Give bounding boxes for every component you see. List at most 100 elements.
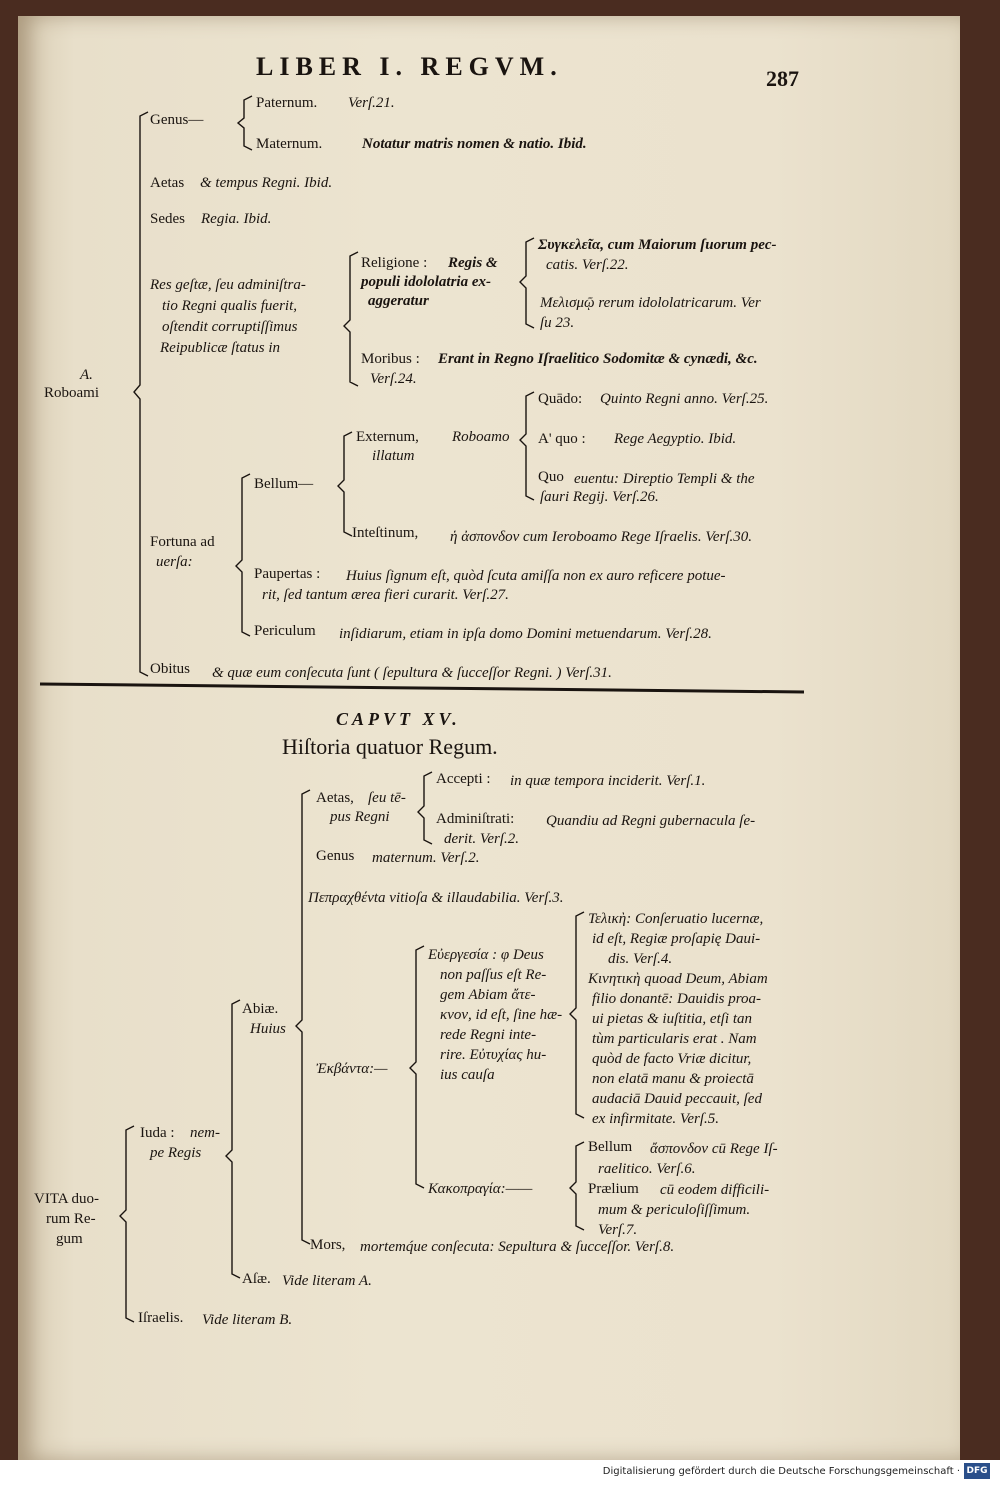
paupertas-line-1: Huius ſignum eſt, quòd ſcuta amiſſa non … [346, 568, 726, 584]
kiniki-line-1: Κινητικὴ quoad Deum, Abiam [588, 971, 768, 987]
iuda-line-2: pe Regis [150, 1145, 202, 1161]
fortuna-line-2: uerſa: [156, 554, 193, 570]
res-gestae-line-2: tio Regni qualis fuerit, [162, 298, 297, 314]
administrati-label: Adminiſtrati: [436, 811, 515, 827]
meleismo-line-2: ſu 23. [540, 315, 575, 331]
res-gestae-line-4: Reipublicæ ſtatus in [160, 340, 280, 356]
chapter-title: Hiſtoria quatuor Regum. [282, 734, 498, 759]
mors-label: Mors, [310, 1237, 346, 1253]
religione-label: Religione : [361, 255, 428, 271]
teliki-line-1: Τελικὴ: Conſeruatio lucernæ, [588, 911, 764, 927]
synkeleia-line-2: catis. Verſ.22. [546, 257, 629, 273]
paternum-ref: Verſ.21. [348, 95, 395, 111]
proelium-line-3: Verſ.7. [598, 1222, 638, 1238]
aetas2-line-2: pus Regni [330, 809, 390, 825]
bracket-fortuna [235, 473, 251, 637]
kiniki-line-7: audaciā Dauid peccauit, ſed [592, 1091, 762, 1107]
kiniki-line-5: quòd de facto Vriæ dicitur, [592, 1051, 752, 1067]
kiniki-line-2: filio donantē: Dauidis proa- [592, 991, 762, 1007]
bracket-euergesia [569, 911, 585, 1119]
kiniki-line-4: tùm particularis erat . Nam [592, 1031, 757, 1047]
vita-line-3: gum [56, 1231, 83, 1247]
paupertas-label: Paupertas : [254, 566, 321, 582]
bellum-label: Bellum— [254, 476, 314, 492]
quado-label: Quādo: [538, 391, 583, 407]
bracket-vita [119, 1125, 135, 1323]
kiniki-line-8: ex infirmitate. Verſ.5. [592, 1111, 720, 1127]
euergesia-line-5: rede Regni inte- [440, 1027, 537, 1043]
abiae-huius: Huius [250, 1021, 286, 1037]
quado-rest: Quinto Regni anno. Verſ.25. [600, 391, 769, 407]
obitus-rest: & quæ eum conſecuta ſunt ( ſepultura & ſ… [212, 665, 612, 681]
genus2-label: Genus [316, 848, 355, 864]
moribus-ref: Verſ.24. [370, 371, 417, 387]
aetas2-i1: ſeu tē- [368, 790, 406, 806]
iuda-i1: nem- [190, 1125, 220, 1141]
bellum2-i1: ἄσπονδον cū Rege Iſ- [650, 1141, 778, 1157]
maternum-label: Maternum. [256, 136, 323, 152]
page-number: 287 [766, 66, 799, 91]
section-rule [39, 682, 805, 694]
euergesia-line-7: ius cauſa [440, 1067, 495, 1083]
administrati-rest: Quandiu ad Regni gubernacula ſe- [546, 813, 756, 829]
bracket-iuda [225, 999, 241, 1279]
bracket-religione [519, 237, 535, 329]
bracket-ekbanta [409, 945, 425, 1189]
footer-credit: Digitalisierung gefördert durch die Deut… [602, 1466, 960, 1477]
book-page [18, 16, 960, 1460]
euergesia-line-4: κνον, id eſt, ſine hæ- [440, 1007, 563, 1023]
sedes-label: Sedes [150, 211, 185, 227]
teliki-line-3: dis. Verſ.4. [608, 951, 673, 967]
abiae-label: Abiæ. [242, 1001, 279, 1017]
bracket-externum [519, 391, 535, 501]
bracket-roboami [133, 111, 149, 677]
euergesia-line-3: gem Abiam ἄτε- [440, 987, 536, 1003]
bracket-bellum [337, 431, 353, 537]
chapter-caput: CAPVT XV. [336, 709, 461, 729]
vita-line-2: rum Re- [46, 1211, 96, 1227]
peccata-line: Πεπραχθένta vitioſa & illaudabilia. Verſ… [308, 890, 564, 906]
periculum-label: Periculum [254, 623, 316, 639]
fortuna-line-1: Fortuna ad [150, 534, 215, 550]
aetas2-label: Aetas, [316, 790, 354, 806]
bracket-kakopragia [569, 1141, 585, 1231]
bracket-aetas [417, 771, 433, 845]
asae-rest: Vide literam A. [282, 1273, 372, 1289]
aquo-label: A' quo : [538, 431, 586, 447]
euergesia-line-1: Εὐεργεσία : φ Deus [428, 947, 544, 963]
synkeleia-line-1: Συγκελεῖα, cum Maiorum ſuorum pec- [538, 237, 777, 253]
moribus-label: Moribus : [361, 351, 420, 367]
asae-label: Aſæ. [242, 1271, 271, 1287]
bracket-res-gestae [343, 251, 359, 387]
dfg-logo: DFG [964, 1463, 990, 1479]
paupertas-line-2: rit, ſed tantum ærea fieri curarit. Verſ… [262, 587, 509, 603]
religione-i3: aggeratur [368, 293, 429, 309]
bellum2-line-2: raelitico. Verſ.6. [598, 1161, 696, 1177]
religione-i2: populi idololatria ex- [361, 274, 492, 290]
kakopragia-label: Κακοπραγία:—— [428, 1181, 533, 1197]
israelis-label: Iſraelis. [138, 1310, 184, 1326]
quo-rest: euentu: Direptio Templi & the [574, 471, 755, 487]
res-gestae-line-3: oſtendit corruptiſſimus [162, 319, 298, 335]
kiniki-line-6: non elatā manu & proiectā [592, 1071, 754, 1087]
exbanta-label: Ἐκβάντα:— [316, 1061, 388, 1077]
vita-line-1: VITA duo- [34, 1191, 100, 1207]
meleismo-line-1: Μελισμῷ rerum idololatricarum. Ver [540, 295, 761, 311]
accepti-rest: in quæ tempora inciderit. Verſ.1. [510, 773, 706, 789]
accepti-label: Accepti : [436, 771, 491, 787]
genus2-rest: maternum. Verſ.2. [372, 850, 480, 866]
periculum-rest: inſidiarum, etiam in ipſa domo Domini me… [339, 626, 712, 642]
euergesia-line-6: rire. Εὐτυχίας hu- [440, 1047, 547, 1063]
running-title: LIBER I. REGVM. [256, 52, 563, 81]
root-letter-a: A. [80, 367, 93, 383]
obitus-label: Obitus [150, 661, 191, 677]
res-gestae-line-1: Res geſtæ, ſeu adminiſtra- [150, 277, 306, 293]
euergesia-line-2: non paſſus eſt Re- [440, 967, 547, 983]
aquo-rest: Rege Aegyptio. Ibid. [614, 431, 737, 447]
quo-label: Quo [538, 469, 564, 485]
aetas-label: Aetas [150, 175, 185, 191]
moribus-rest: Erant in Regno Iſraelitico Sodomitæ & cy… [438, 351, 758, 367]
paternum-label: Paternum. [256, 95, 318, 111]
root-roboami: Roboami [44, 385, 99, 401]
